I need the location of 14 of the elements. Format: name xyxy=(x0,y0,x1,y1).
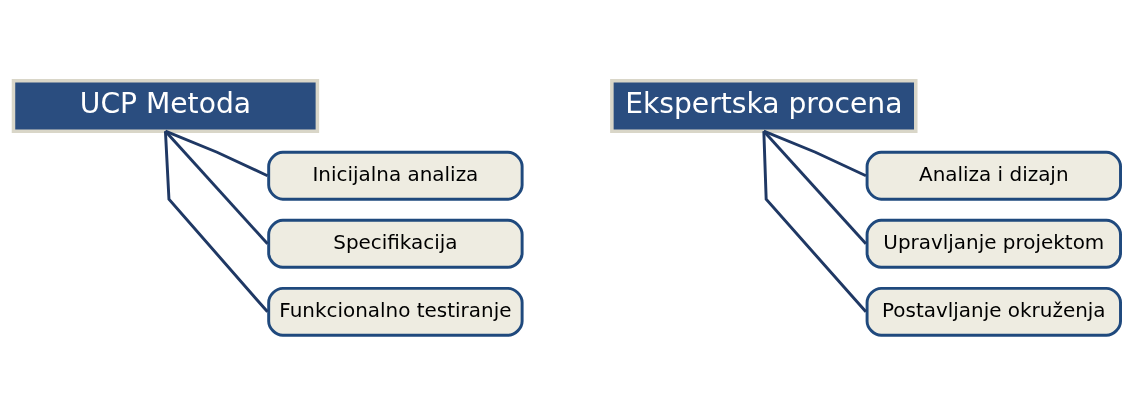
node-box: Ekspertska procena xyxy=(610,78,918,133)
node-box: Upravljanje projektom xyxy=(865,218,1122,269)
connector xyxy=(164,129,269,178)
connector xyxy=(762,131,867,313)
connector xyxy=(762,130,867,245)
node-box: Inicijalna analiza xyxy=(267,150,524,201)
connector xyxy=(163,131,269,313)
node-box: Analiza i dizajn xyxy=(865,150,1122,201)
node-box: Funkcionalno testiranje xyxy=(267,286,524,337)
connector xyxy=(763,129,867,178)
node-box: UCP Metoda xyxy=(11,78,320,133)
node-box: Postavljanje okruženja xyxy=(865,286,1122,337)
connector xyxy=(164,130,269,245)
node-box: Specifikacija xyxy=(267,218,524,269)
